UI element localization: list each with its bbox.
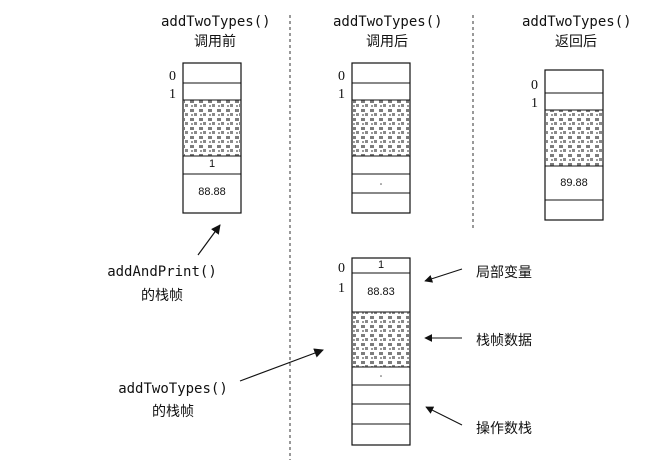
- label-operand-stack: 操作数栈: [476, 421, 532, 437]
- column-2-subtitle: 调用后: [366, 35, 408, 50]
- stack-after-call: [351, 62, 411, 214]
- addtwotypes-frame-label-line2: 的栈帧: [152, 405, 194, 420]
- arrow-operand-stack: [425, 406, 463, 426]
- column-1-subtitle: 调用前: [194, 35, 236, 50]
- stack-frame-lower: [351, 257, 411, 446]
- arrow-local-vars: [424, 268, 463, 283]
- column-2-index-0: 0: [338, 69, 345, 84]
- addtwotypes-frame-label: addTwoTypes(): [118, 381, 228, 397]
- stack-after-return: [544, 69, 604, 221]
- label-local-variables: 局部变量: [476, 265, 532, 281]
- column-3-subtitle: 返回后: [555, 35, 597, 50]
- column-3-index-0: 0: [531, 78, 538, 93]
- arrow-addtwotypes: [239, 348, 324, 382]
- lower-frame-cell-int: 1: [377, 259, 385, 271]
- column-3-title: addTwoTypes(): [522, 14, 632, 30]
- column-2-title: addTwoTypes(): [333, 14, 443, 30]
- arrow-addandprint: [197, 224, 221, 256]
- column-2-index-1: 1: [338, 87, 345, 102]
- column-1-cell-double: 88.88: [198, 186, 226, 198]
- column-3-index-1: 1: [531, 96, 538, 111]
- stack-before-call: [182, 62, 242, 214]
- addandprint-frame-label: addAndPrint(): [107, 264, 217, 280]
- addandprint-frame-label-line2: 的栈帧: [141, 289, 183, 304]
- column-1-index-1: 1: [169, 87, 176, 102]
- column-3-cell-double: 89.88: [560, 177, 588, 189]
- column-1-title: addTwoTypes(): [161, 14, 271, 30]
- lower-frame-index-0: 0: [338, 261, 345, 276]
- column-1-cell-int: 1: [208, 158, 216, 170]
- column-1-index-0: 0: [169, 69, 176, 84]
- label-frame-data: 栈帧数据: [476, 333, 532, 349]
- lower-frame-index-1: 1: [338, 281, 345, 296]
- lower-frame-cell-double: 88.83: [367, 286, 395, 298]
